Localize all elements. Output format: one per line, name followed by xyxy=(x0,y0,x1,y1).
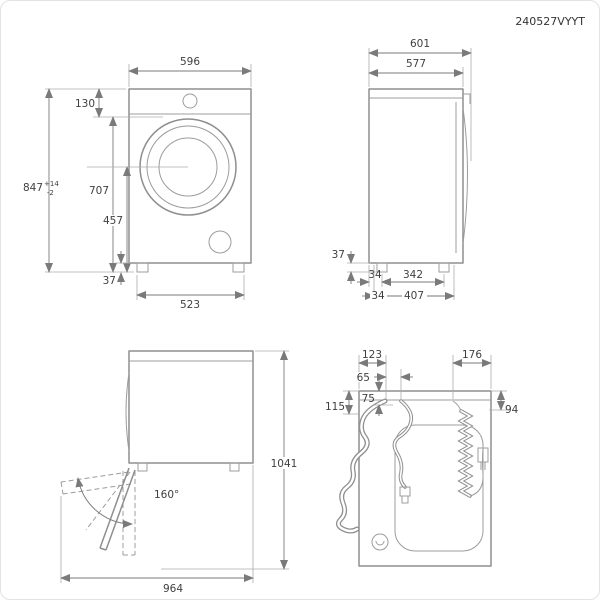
dim-rear-foot-offset-label: 34 xyxy=(368,269,382,281)
dim-side-feet-span-label: 342 xyxy=(403,269,423,281)
dim-door-center-height-label: 457 xyxy=(103,215,123,227)
dim-door-angle-label: 160° xyxy=(154,489,179,501)
dim-open-height-label: 1041 xyxy=(271,458,298,470)
dim-inlet-depth-label: 75 xyxy=(362,393,375,405)
rear-panel-outline xyxy=(358,390,492,567)
control-knob xyxy=(182,93,198,109)
dim-drain-depth-label: 115 xyxy=(325,401,345,413)
open-door-panel xyxy=(105,469,136,551)
rear-hoses xyxy=(335,398,489,534)
door-open-dimensions: 1041 964 xyxy=(60,350,300,595)
open-view-rear-foot xyxy=(229,462,240,472)
rear-view: 123 65 176 75 115 94 xyxy=(325,349,519,567)
dim-front-feet-span-label: 523 xyxy=(180,299,200,311)
side-view-dimensions: 601 577 37 34 342 34 xyxy=(332,38,472,302)
front-cabinet-outline xyxy=(128,88,252,264)
rear-view-dimensions: 123 65 176 75 115 94 xyxy=(325,349,519,416)
dim-open-depth-label: 964 xyxy=(163,583,183,595)
front-view-dimensions: 596 847+14-2 130 707 457 37 xyxy=(23,56,252,311)
closed-door-profile xyxy=(125,372,130,452)
dim-cord-depth-label: 94 xyxy=(505,404,519,416)
side-cabinet-outline xyxy=(368,88,464,264)
dim-drain-offset-label: 123 xyxy=(362,349,382,361)
door-open-machine xyxy=(125,350,254,472)
dim-body-depth-label: 577 xyxy=(406,58,426,70)
rear-recess xyxy=(394,424,484,552)
hose-holder-spiral xyxy=(371,533,389,551)
side-rear-foot xyxy=(376,262,388,273)
pump-access-cover xyxy=(208,230,232,254)
dim-front-height-label: 847+14-2 xyxy=(23,180,59,197)
dim-door-top-height-label: 707 xyxy=(89,185,109,197)
power-plug xyxy=(477,447,489,463)
dim-top-to-door-label: 130 xyxy=(75,98,95,110)
open-view-front-foot xyxy=(137,462,148,472)
dim-front-foot-offset-label: 34 xyxy=(371,290,385,302)
side-front-foot xyxy=(438,262,450,273)
rear-view-machine xyxy=(358,390,492,567)
door-open-cabinet-outline xyxy=(128,350,254,464)
dim-side-foot-height-label: 37 xyxy=(332,249,345,261)
dim-cord-offset-label: 176 xyxy=(462,349,482,361)
door-swing: 160° xyxy=(60,467,179,556)
door-open-view: 160° 1041 964 xyxy=(60,350,300,595)
dim-front-width-label: 596 xyxy=(180,56,200,68)
dim-front-foot-height-label: 37 xyxy=(103,275,116,287)
dim-base-depth-label: 407 xyxy=(404,290,424,302)
dim-inlet-offset-label: 65 xyxy=(357,372,370,384)
front-view: 596 847+14-2 130 707 457 37 xyxy=(23,56,252,311)
power-cord-lead xyxy=(452,400,462,412)
front-right-foot xyxy=(232,262,245,273)
door-hinge-bracket xyxy=(463,93,471,104)
dim-total-depth-label: 601 xyxy=(410,38,430,50)
side-view-machine xyxy=(368,88,471,273)
document-id: 240527VYYT xyxy=(515,15,585,28)
front-left-foot xyxy=(136,262,149,273)
inlet-hose xyxy=(392,399,414,489)
front-view-machine xyxy=(128,88,252,273)
side-view: 601 577 37 34 342 34 xyxy=(332,38,472,302)
door-swing-arc xyxy=(75,477,133,528)
door-bulge xyxy=(462,107,468,245)
